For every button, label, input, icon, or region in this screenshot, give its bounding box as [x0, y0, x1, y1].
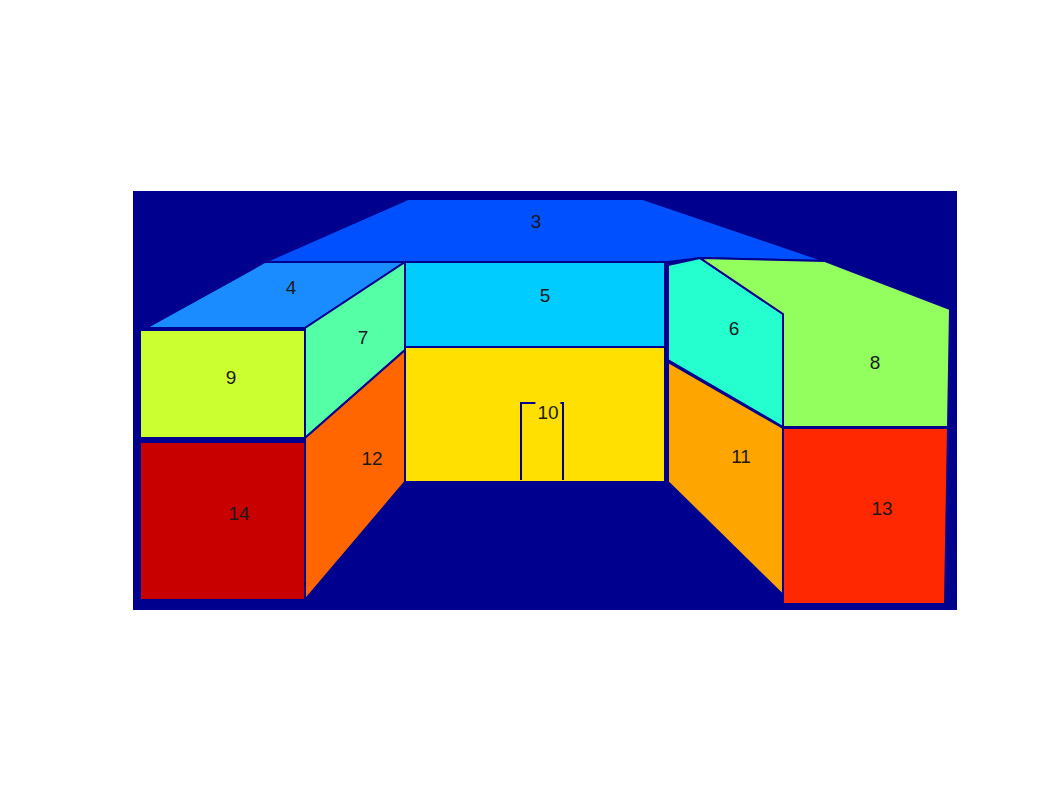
- region-number: 5: [538, 285, 553, 306]
- region-number: 7: [356, 327, 371, 348]
- region: [405, 262, 665, 347]
- region: [405, 347, 665, 482]
- background: [133, 191, 957, 610]
- region: [783, 428, 948, 604]
- region: [140, 442, 305, 600]
- region-number: 14: [226, 503, 251, 524]
- region-number: 13: [869, 498, 894, 519]
- region: [305, 350, 405, 600]
- region-number: 9: [224, 367, 239, 388]
- region-number: 11: [729, 446, 753, 467]
- region-number: 10: [535, 402, 560, 423]
- region: [140, 330, 305, 438]
- region-number: 6: [727, 318, 742, 339]
- region-number: 3: [529, 211, 544, 232]
- region-number: 4: [284, 277, 299, 298]
- region-number: 12: [359, 448, 384, 469]
- region: [265, 199, 825, 262]
- region: [668, 362, 783, 595]
- region-number: 8: [868, 352, 883, 373]
